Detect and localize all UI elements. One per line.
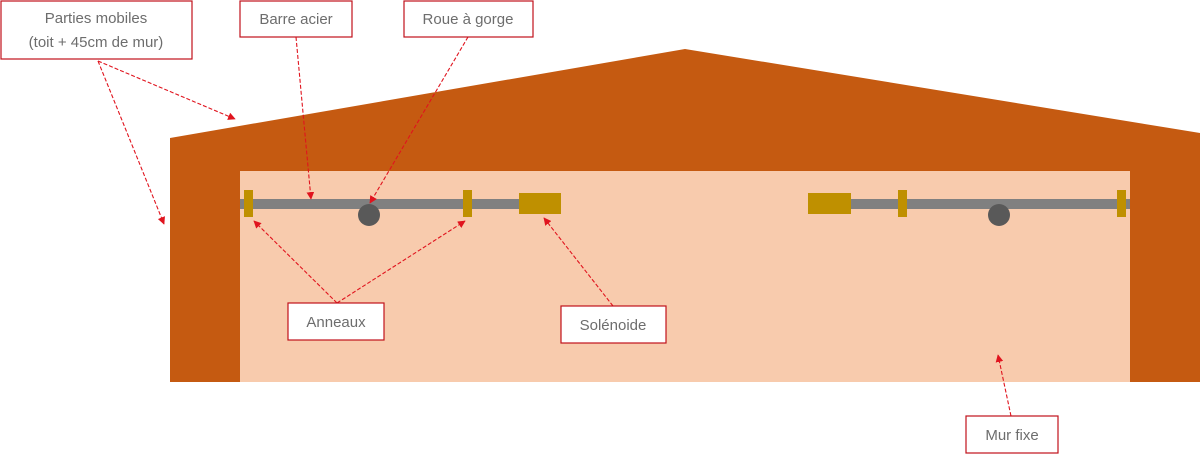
solenoid-right [808, 193, 851, 214]
callout-roue-gorge: Roue à gorge [403, 0, 534, 38]
grooved-wheel-right [988, 204, 1010, 226]
arrow-roue-gorge [369, 36, 469, 204]
arrow-parties-wall [97, 60, 165, 225]
arrow-barre-acier [295, 36, 315, 200]
arrow-mur-fixe [995, 354, 1012, 417]
callout-mur-fixe-text: Mur fixe [985, 427, 1038, 444]
callout-barre-acier: Barre acier [239, 0, 353, 38]
solenoid-left [519, 193, 561, 214]
callout-barre-acier-text: Barre acier [259, 11, 332, 28]
ring-left-1 [244, 190, 253, 217]
ring-right-2 [1117, 190, 1126, 217]
callout-solenoide: Solénoide [560, 305, 667, 344]
callout-anneaux: Anneaux [287, 302, 385, 341]
callout-mur-fixe: Mur fixe [965, 415, 1059, 454]
callout-parties-mobiles: Parties mobiles (toit + 45cm de mur) [0, 0, 193, 60]
callout-anneaux-text: Anneaux [306, 314, 366, 331]
callout-parties-mobiles-line2: (toit + 45cm de mur) [29, 34, 164, 51]
callout-solenoide-text: Solénoide [580, 317, 647, 334]
steel-bar-right [850, 199, 1130, 209]
arrow-anneaux-right [336, 220, 466, 304]
arrow-solenoide [543, 217, 614, 307]
callout-roue-gorge-text: Roue à gorge [423, 11, 514, 28]
ring-right-1 [898, 190, 907, 217]
arrow-anneaux-left [253, 220, 338, 304]
ring-left-2 [463, 190, 472, 217]
callout-arrows [97, 36, 1012, 417]
steel-bar-left [240, 199, 520, 209]
callout-parties-mobiles-line1: Parties mobiles [45, 10, 148, 27]
grooved-wheel-left [358, 204, 380, 226]
mobile-roof-structure [170, 49, 1200, 382]
arrow-parties-roof [97, 60, 236, 120]
